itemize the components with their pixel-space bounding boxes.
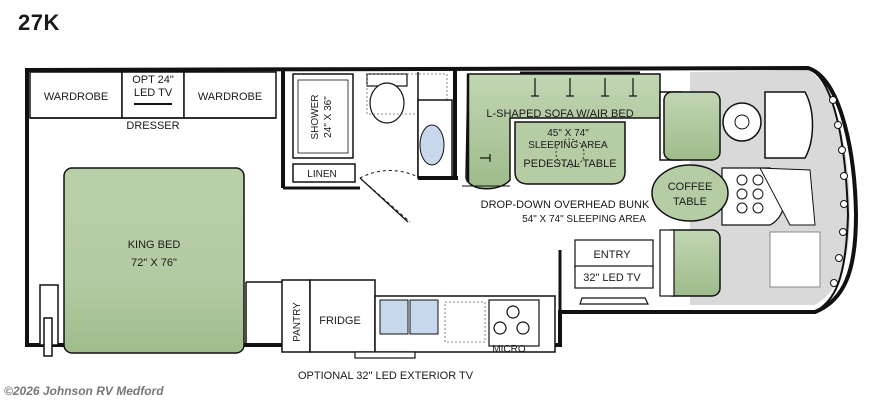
model-name: 27K (18, 10, 60, 35)
bath-dashed (366, 73, 448, 115)
bed-label-line1: KING BED (128, 239, 181, 251)
micro-label: MICRO (492, 344, 526, 355)
sofa-area-line1: 45" X 74" (547, 128, 589, 139)
bunk-label-line1: DROP-DOWN OVERHEAD BUNK (481, 199, 650, 211)
pantry (281, 279, 311, 353)
sofa-area-line2: SLEEPING AREA (528, 140, 608, 151)
pantry-label: PANTRY (292, 302, 303, 342)
shower-label-line2: 24" X 36" (323, 96, 334, 138)
tv-label-line2: LED TV (134, 87, 173, 99)
pedestal-table (514, 121, 626, 185)
exterior-tv-label: OPTIONAL 32" LED EXTERIOR TV (298, 370, 474, 382)
seatbelt-markers (480, 78, 637, 162)
tv-cabinet (121, 71, 185, 119)
entry-label: ENTRY (593, 249, 631, 261)
linen-label: LINEN (307, 169, 336, 180)
dashboard (764, 91, 814, 159)
king-bed (63, 167, 245, 354)
wardrobe-right (183, 71, 277, 119)
wardrobe-right-label: WARDROBE (198, 91, 262, 103)
nose-curve (807, 67, 850, 313)
bunk-label-line2: 54" X 74" SLEEPING AREA (522, 214, 646, 225)
led-tv-label: 32" LED TV (583, 272, 641, 284)
shower (292, 73, 354, 159)
coffee-label-line2: TABLE (673, 196, 707, 208)
linen-cabinet (292, 163, 356, 183)
steering-wheel-icon (722, 102, 762, 142)
wardrobe-left-label: WARDROBE (44, 91, 108, 103)
bed-label-line2: 72" X 76" (131, 257, 177, 269)
counter-dashed (444, 301, 486, 343)
copyright-watermark: ©2026 Johnson RV Medford (4, 384, 164, 398)
rear-door (43, 317, 53, 357)
pedestal-table-label: PEDESTAL TABLE (523, 158, 616, 170)
toilet-icon (366, 73, 408, 124)
sink-icon (419, 124, 445, 166)
tv-label-line1: OPT 24" (132, 74, 174, 86)
cab-cutout (769, 231, 821, 288)
coffee-label-line1: COFFEE (668, 181, 713, 193)
shower-label-line1: SHOWER (310, 95, 321, 140)
entry-step (574, 239, 654, 269)
fridge-label: FRIDGE (319, 315, 361, 327)
led-tv-cabinet (574, 265, 654, 289)
cooktop-icon (488, 299, 540, 347)
exterior-tv-bracket (354, 351, 416, 359)
driver-seat (663, 91, 721, 161)
sofa-label: L-SHAPED SOFA W/AIR BED (486, 108, 633, 120)
sink-double-icon (379, 299, 439, 335)
bath-door (359, 170, 421, 223)
nose-vents (829, 96, 848, 287)
coffee-table (651, 164, 729, 222)
dresser-label: DRESSER (126, 120, 179, 132)
